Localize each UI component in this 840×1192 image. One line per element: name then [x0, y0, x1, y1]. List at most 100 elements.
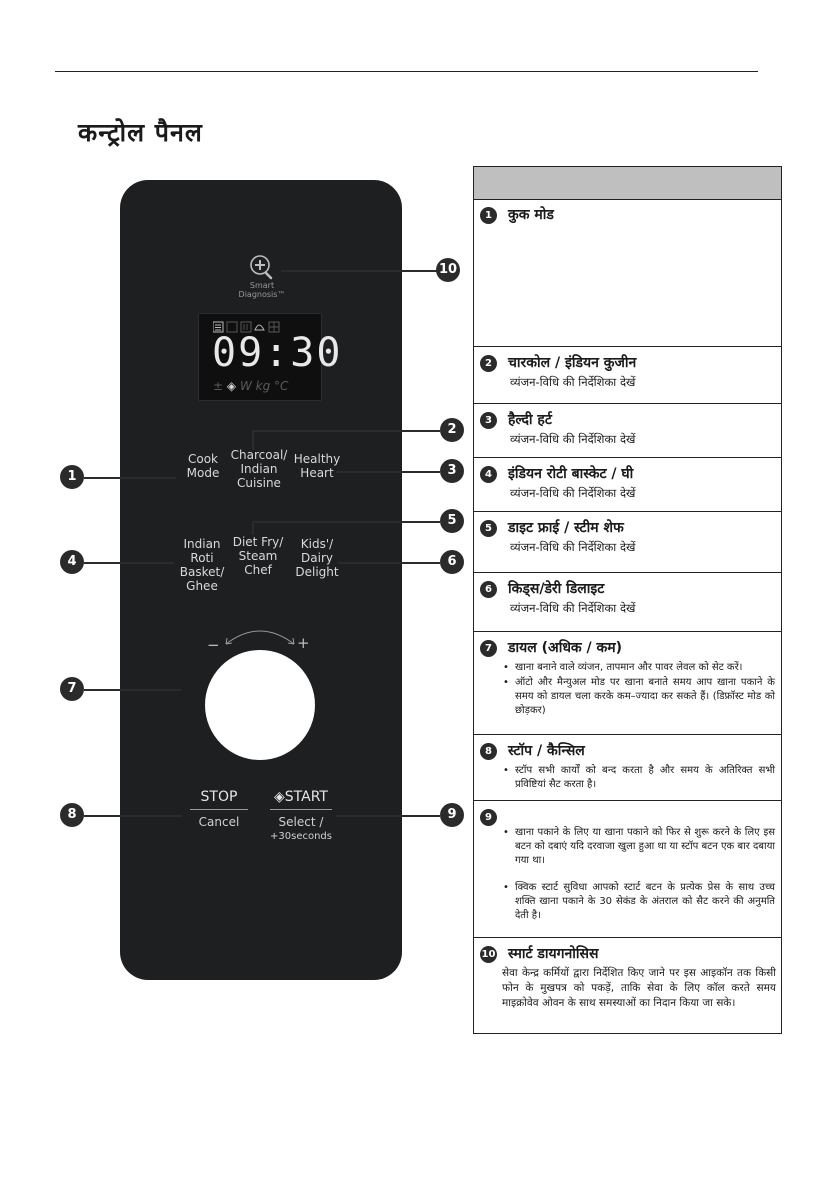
control-panel — [120, 180, 402, 980]
row-bullet: •खाना बनाने वाले व्यंजन, तापमान और पावर … — [503, 661, 775, 675]
stop-divider — [190, 809, 248, 810]
row-title: स्मार्ट डायगनोसिस — [508, 946, 599, 962]
row-number: 6 — [480, 581, 497, 598]
row-title: स्टॉप / कैन्सिल — [508, 743, 585, 759]
display-indicators: ± ◈ W kg °C — [213, 379, 288, 393]
row-number: 5 — [480, 520, 497, 537]
callout-5-leader-v — [252, 521, 254, 535]
callout-1: 1 — [60, 465, 84, 489]
cook-mode-button[interactable]: Cook Mode — [180, 452, 226, 480]
callout-6-leader — [338, 562, 440, 564]
kids-dairy-button[interactable]: Kids'/ Dairy Delight — [290, 537, 344, 579]
lcd-display — [198, 313, 322, 401]
cancel-label: Cancel — [198, 815, 240, 829]
charcoal-label: Charcoal/ Indian Cuisine — [230, 448, 288, 490]
start-divider — [270, 809, 332, 810]
row-subtext: व्यंजन-विधि की निर्देशिका देखें — [510, 432, 636, 446]
healthy-heart-button[interactable]: Healthy Heart — [290, 452, 344, 480]
callout-6: 6 — [440, 550, 464, 574]
display-mode-icons — [213, 321, 280, 333]
row-subtext: व्यंजन-विधि की निर्देशिका देखें — [510, 486, 636, 500]
callout-5-leader — [252, 521, 440, 523]
row-number: 3 — [480, 412, 497, 429]
row-number: 4 — [480, 466, 497, 483]
smart-diagnosis-text: Smart Diagnosis™ — [238, 281, 286, 299]
dial-knob[interactable] — [205, 650, 315, 760]
row-subtext: व्यंजन-विधि की निर्देशिका देखें — [510, 375, 636, 389]
callout-4-leader — [84, 562, 174, 564]
row-subtext: व्यंजन-विधि की निर्देशिका देखें — [510, 601, 636, 615]
callout-10: 10 — [436, 258, 460, 282]
table-row: 5 डाइट फ्राई / स्टीम शेफ व्यंजन-विधि की … — [474, 512, 781, 573]
callout-10-leader — [281, 270, 437, 272]
table-row: 7 डायल (अधिक / कम) •खाना बनाने वाले व्यं… — [474, 632, 781, 735]
start-button[interactable]: ◈START — [262, 789, 340, 805]
stop-button[interactable]: STOP — [186, 789, 252, 805]
start-label: START — [284, 789, 328, 805]
diet-fry-button[interactable]: Diet Fry/ Steam Chef — [231, 535, 285, 577]
row-number: 10 — [480, 946, 497, 963]
callout-2-leader-v — [252, 430, 254, 450]
table-row: 2 चारकोल / इंडियन कुजीन व्यंजन-विधि की न… — [474, 347, 781, 404]
callout-2: 2 — [440, 418, 464, 442]
page-title: कन्ट्रोल पैनल — [78, 118, 203, 147]
row-title: किड्स/डेरी डिलाइट — [508, 581, 605, 597]
row-bullet: •स्टॉप सभी कार्यों को बन्द करता है और सम… — [503, 765, 775, 790]
callout-7: 7 — [60, 677, 84, 701]
bullet-text: ऑटो और मैन्युअल मोड पर खाना बनाते समय आप… — [515, 677, 775, 716]
bullet-text: क्विक स्टार्ट सुविधा आपको स्टार्ट बटन के… — [515, 882, 775, 921]
row-number: 8 — [480, 743, 497, 760]
row-bullet: •क्विक स्टार्ट सुविधा आपको स्टार्ट बटन क… — [503, 882, 775, 921]
top-rule — [55, 71, 758, 72]
table-row: 1 कुक मोड — [474, 199, 781, 347]
callout-9: 9 — [440, 803, 464, 827]
bullet-text: खाना पकाने के लिए या खाना पकाने को फिर स… — [515, 827, 775, 866]
row-number: 7 — [480, 640, 497, 657]
table-row: 4 इंडियन रोटी बास्केट / घी व्यंजन-विधि क… — [474, 458, 781, 512]
callout-5: 5 — [440, 509, 464, 533]
table-row: 3 हैल्दी हर्ट व्यंजन-विधि की निर्देशिका … — [474, 404, 781, 458]
callout-3: 3 — [440, 459, 464, 483]
row-title: कुक मोड — [508, 207, 554, 223]
table-row: 8 स्टॉप / कैन्सिल •स्टॉप सभी कार्यों को … — [474, 735, 781, 801]
description-table: 1 कुक मोड 2 चारकोल / इंडियन कुजीन व्यंजन… — [473, 166, 782, 1034]
healthy-heart-label: Healthy Heart — [293, 452, 341, 480]
callout-4: 4 — [60, 550, 84, 574]
kids-dairy-label: Kids'/ Dairy Delight — [295, 537, 339, 579]
table-header — [474, 167, 781, 200]
row-title: डायल (अधिक / कम) — [508, 640, 623, 656]
row-number: 1 — [480, 207, 497, 224]
indian-roti-label: Indian Roti Basket/ Ghee — [179, 537, 225, 593]
row-subtext: व्यंजन-विधि की निर्देशिका देखें — [510, 540, 636, 554]
indian-roti-button[interactable]: Indian Roti Basket/ Ghee — [170, 537, 234, 593]
lock-icon: ± — [213, 379, 224, 393]
dial-plus: + — [297, 634, 310, 652]
select-label: Select / — [278, 815, 324, 829]
table-row: 6 किड्स/डेरी डिलाइट व्यंजन-विधि की निर्द… — [474, 573, 781, 632]
callout-2-leader — [252, 430, 440, 432]
table-row: 9 •खाना पकाने के लिए या खाना पकाने को फि… — [474, 801, 781, 938]
callout-8-leader — [84, 815, 182, 817]
stop-label: STOP — [200, 789, 238, 805]
callout-9-leader — [336, 815, 440, 817]
row-title: डाइट फ्राई / स्टीम शेफ — [508, 520, 624, 536]
row-body: सेवा केन्द्र कर्मियों द्वारा निर्देशित क… — [502, 967, 776, 1009]
callout-7-leader — [84, 689, 181, 691]
row-number: 2 — [480, 355, 497, 372]
dial-arc-arrows — [225, 630, 295, 645]
callout-1-leader — [84, 477, 176, 479]
row-title: इंडियन रोटी बास्केट / घी — [508, 466, 634, 482]
start-diamond-icon: ◈ — [274, 789, 285, 805]
callout-8: 8 — [60, 803, 84, 827]
diet-fry-label: Diet Fry/ Steam Chef — [232, 535, 284, 577]
smart-diagnosis-icon[interactable] — [248, 253, 276, 281]
row-number: 9 — [480, 809, 497, 826]
bullet-text: स्टॉप सभी कार्यों को बन्द करता है और समय… — [515, 765, 775, 790]
row-title: चारकोल / इंडियन कुजीन — [508, 355, 637, 371]
display-time: 09:30 — [212, 330, 343, 376]
bullet-text: खाना बनाने वाले व्यंजन, तापमान और पावर ल… — [515, 662, 743, 673]
callout-3-leader — [336, 471, 440, 473]
row-bullet: •ऑटो और मैन्युअल मोड पर खाना बनाते समय आ… — [503, 677, 775, 716]
charcoal-button[interactable]: Charcoal/ Indian Cuisine — [228, 448, 290, 490]
start-diamond-icon: ◈ — [226, 379, 237, 393]
